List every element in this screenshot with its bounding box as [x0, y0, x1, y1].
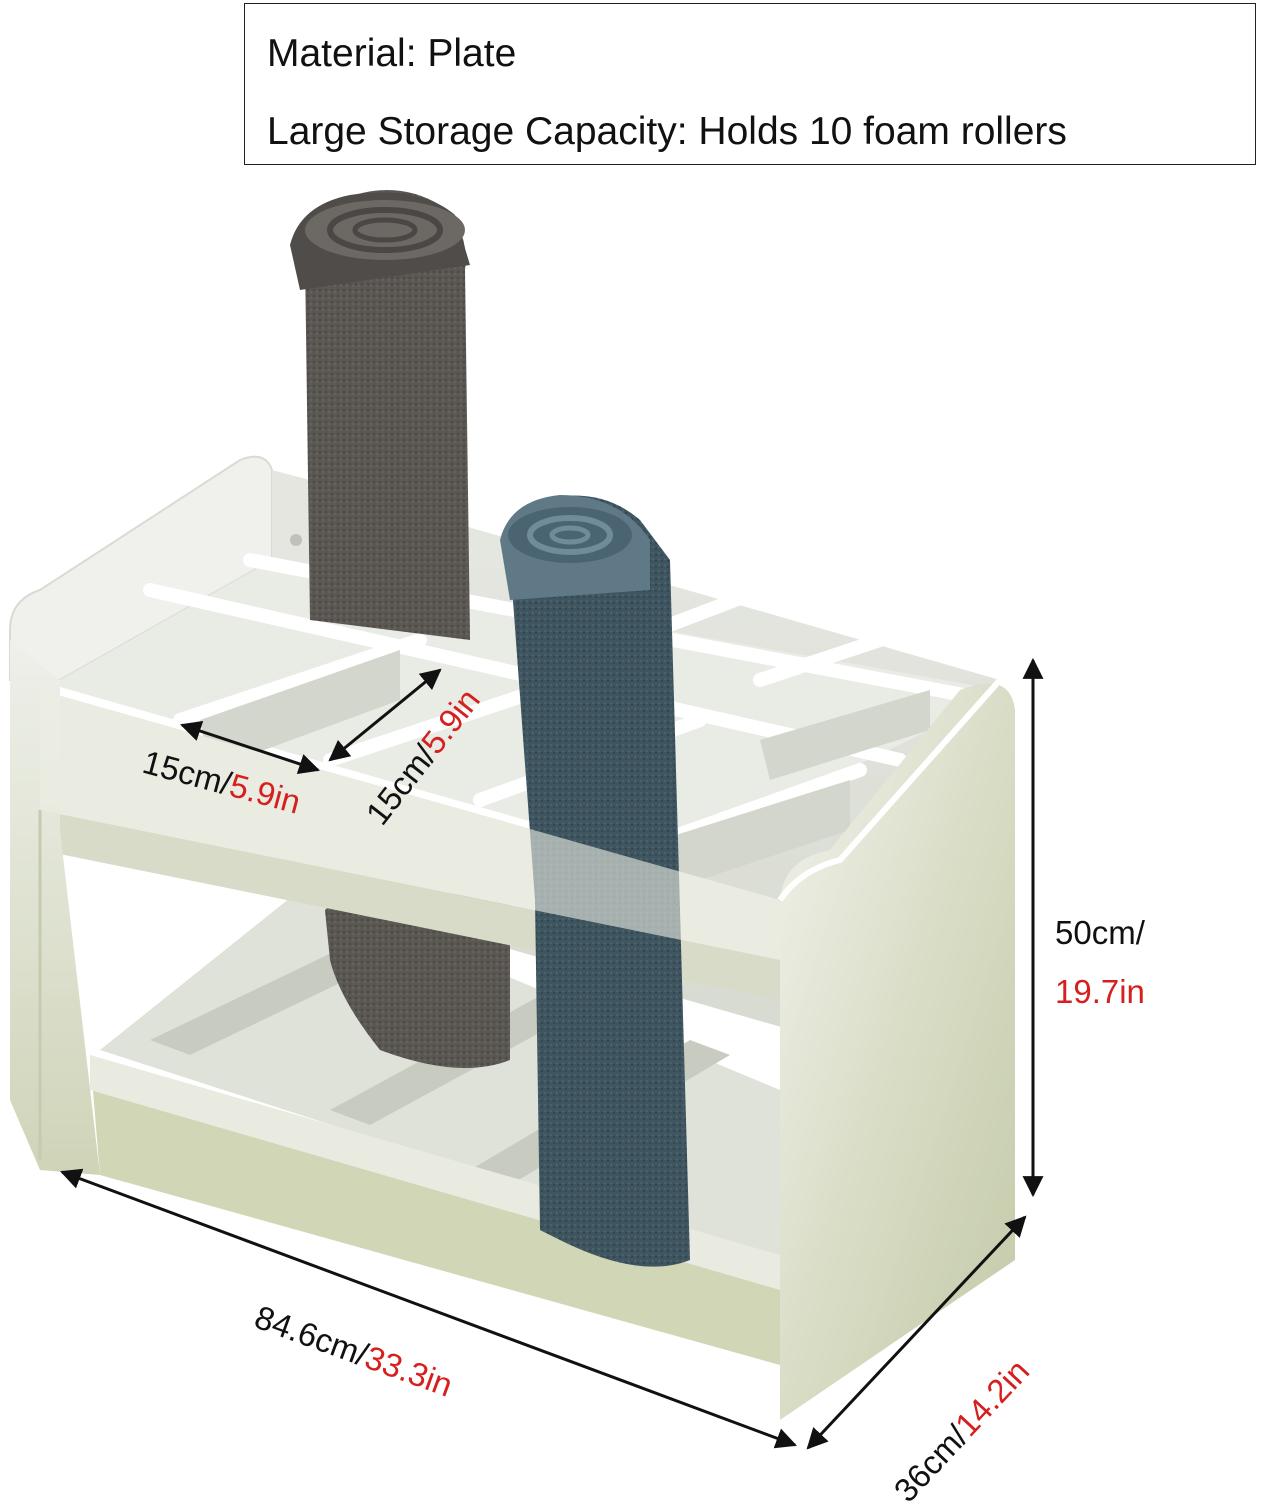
spec-textbox: Material: Plate Large Storage Capacity: …: [244, 3, 1256, 165]
capacity-text: Large Storage Capacity: Holds 10 foam ro…: [267, 110, 1067, 153]
length-arrow: [60, 1168, 797, 1449]
slot-depth-arrow: [328, 668, 442, 762]
dimension-lines: [60, 657, 1044, 1450]
height-label-cm: 50cm/: [1055, 914, 1145, 951]
slot-width-arrow: [180, 720, 320, 775]
height-label-in: 19.7in: [1055, 973, 1145, 1010]
rack-left-panel: [10, 640, 100, 1175]
depth-arrow: [806, 1215, 1027, 1450]
material-text: Material: Plate: [267, 32, 517, 75]
